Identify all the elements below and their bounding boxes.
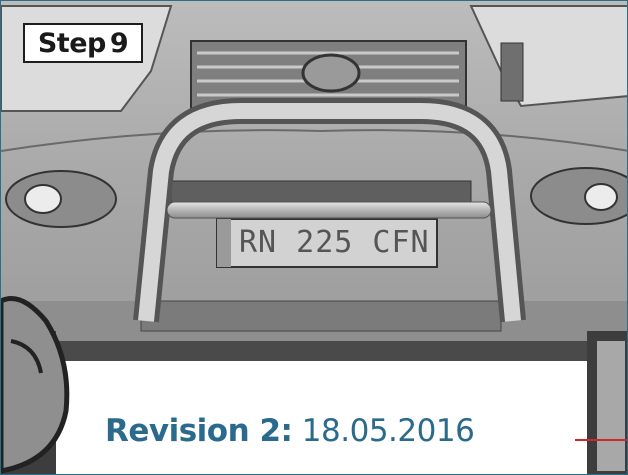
- step-label: Step: [37, 27, 107, 59]
- license-plate-text: RN 225 CFN: [239, 225, 430, 260]
- accent-line: [575, 439, 627, 441]
- emblem: [301, 53, 361, 93]
- revision-date: 18.05.2016: [301, 413, 475, 449]
- right-foglamp: [584, 183, 618, 211]
- skid-plate: [140, 300, 502, 332]
- license-plate-shape: [216, 218, 438, 268]
- license-plate-band: [217, 219, 231, 267]
- revision-line: Revision 2: 18.05.2016: [105, 413, 475, 449]
- right-vent: [500, 42, 524, 102]
- step-number: 9: [109, 27, 129, 59]
- bull-bar-crossbar: [166, 201, 492, 219]
- right-stand: [597, 341, 625, 471]
- mascot-finger: [10, 339, 43, 374]
- underbody: [1, 341, 627, 361]
- lower-grille: [170, 180, 472, 206]
- revision-label: Revision 2:: [105, 413, 293, 449]
- ground: [1, 361, 627, 474]
- left-foglamp: [24, 184, 62, 214]
- bull-bar-hoop-highlight: [138, 103, 521, 322]
- bumper-contour: [1, 129, 627, 152]
